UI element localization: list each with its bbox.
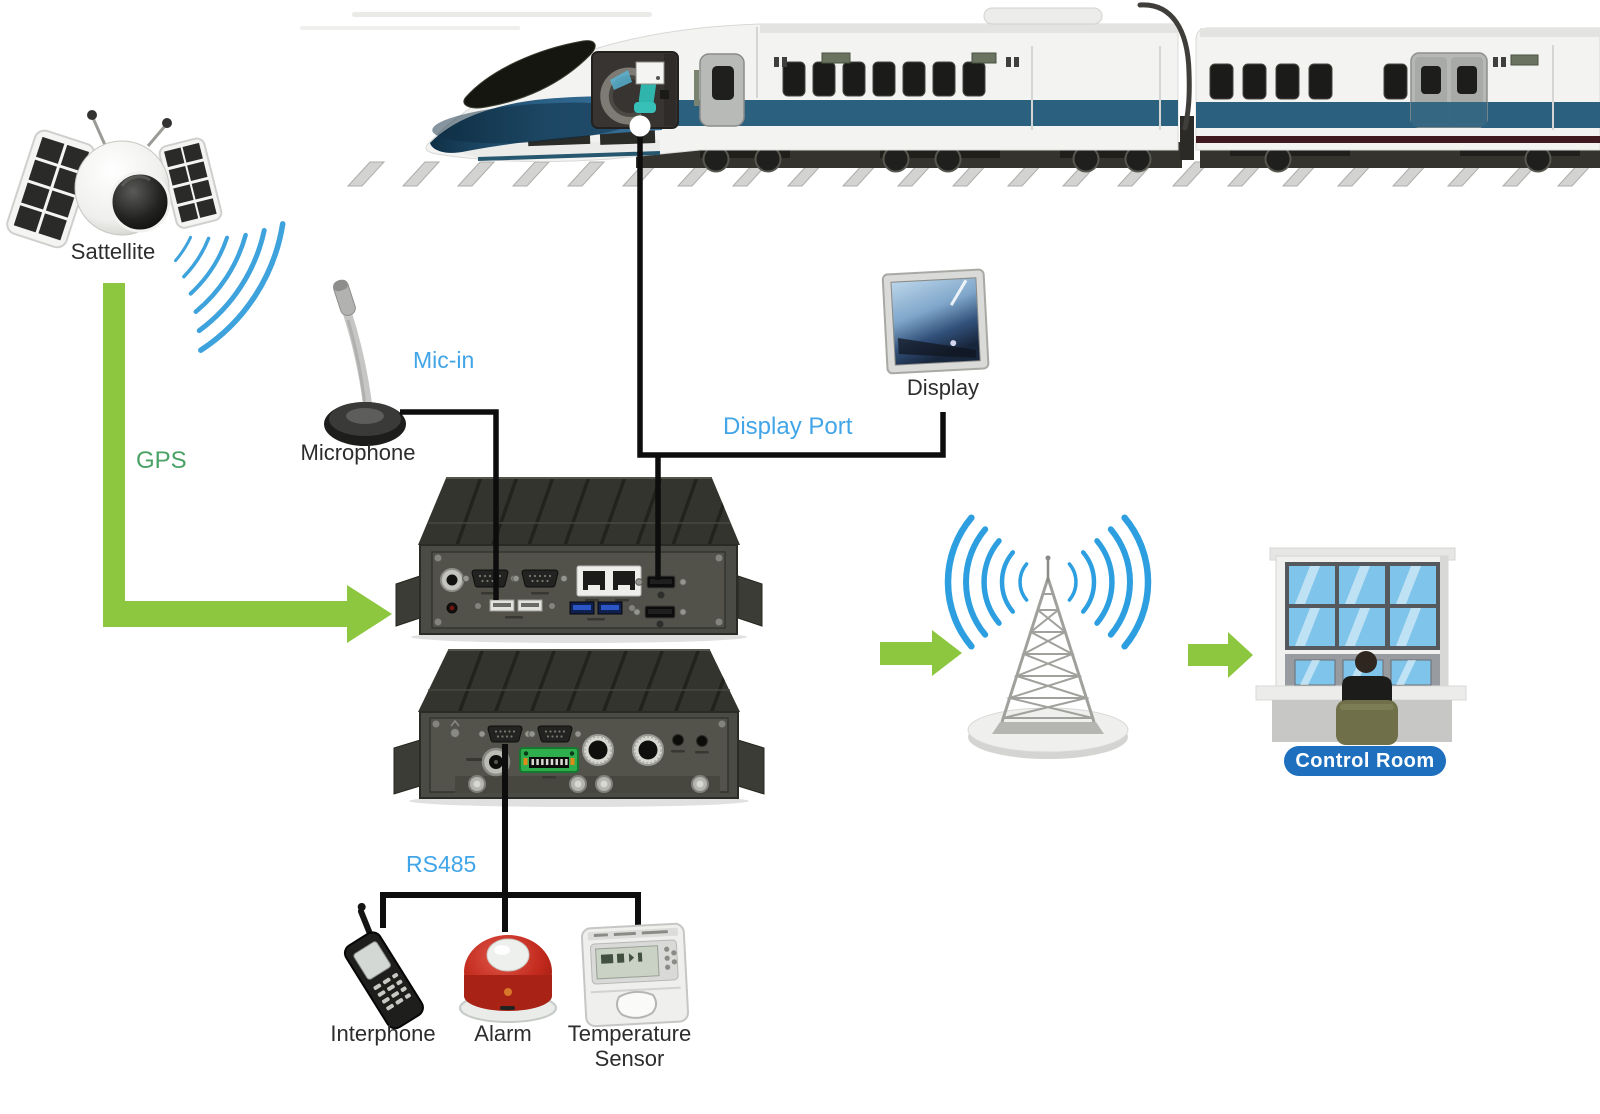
satellite-icon (6, 110, 286, 353)
displayport-1 (635, 575, 687, 599)
antenna (91, 117, 107, 146)
display-port-line (637, 133, 946, 458)
coupling-cable (1137, 2, 1192, 131)
handheld-phone-icon (343, 902, 424, 1030)
nose-skirt-stripe (477, 151, 661, 161)
cockpit-cutaway (591, 51, 679, 129)
solar-panel-left (6, 129, 96, 249)
motion-streak (300, 26, 520, 30)
car1-windows (782, 61, 986, 97)
thermostat-icon (580, 922, 690, 1028)
control-room-badge: Control Room (1284, 746, 1446, 776)
downlink-arrow (1188, 632, 1253, 678)
mic-in-line (400, 409, 499, 600)
dio-terminal-block (519, 747, 579, 779)
train-tap-dot (629, 115, 651, 137)
cockpit-screen (610, 70, 632, 90)
m12-connector-1 (582, 734, 614, 766)
antenna-tip (162, 118, 172, 128)
nose-core (432, 102, 642, 144)
mounting-posts (468, 775, 709, 793)
operator-person (1336, 651, 1398, 745)
gps-arrow (103, 283, 392, 643)
roof-equipment (983, 7, 1103, 25)
phone-antenna (357, 908, 373, 937)
alarm-label: Alarm (474, 1021, 532, 1046)
train-icon (300, 2, 1600, 187)
lan-ports (576, 565, 642, 602)
car2-roof (1200, 28, 1600, 37)
com2-port (528, 725, 582, 743)
satellite-lens (109, 171, 171, 233)
embedded-pc-top-icon (395, 477, 763, 643)
gnd-post (450, 728, 460, 738)
embedded-pc-bottom-icon (393, 649, 765, 807)
displayport-2 (633, 605, 687, 628)
display-label: Display (906, 375, 980, 400)
temperature-sensor-label-line2: Sensor (594, 1046, 665, 1071)
tower-lattice (1000, 577, 1096, 723)
car2-windows (1209, 63, 1408, 100)
temperature-sensor-label-line1: Temperature (567, 1021, 692, 1046)
car2-stripe (1196, 102, 1600, 128)
car1-vents (774, 52, 1019, 67)
microphone-icon (324, 279, 406, 446)
control-room-icon (1255, 547, 1467, 745)
alarm-top-button (486, 938, 530, 972)
car2-door (1410, 52, 1488, 128)
display-port-link-label: Display Port (723, 413, 853, 440)
rs485-link-label: RS485 (406, 851, 477, 877)
wheels (702, 145, 1152, 173)
video-wall-screens (1289, 566, 1436, 646)
antenna-tip (87, 110, 97, 120)
com2-port (512, 569, 568, 595)
windshield (463, 40, 596, 109)
car1-door (694, 53, 745, 127)
alarm-button-icon (459, 935, 557, 1023)
sensor-button (615, 990, 658, 1019)
satellite-label: Sattellite (70, 239, 156, 264)
uplink-arrow (880, 630, 962, 676)
cab-panel (635, 61, 665, 85)
tower-waves-icon (944, 514, 1152, 650)
car2-vents (1493, 45, 1554, 130)
car2-underline (1196, 136, 1600, 143)
radio-tower-icon (944, 514, 1152, 759)
antenna (146, 125, 167, 147)
ant1-hole (672, 734, 684, 746)
solar-panel-right (158, 137, 223, 229)
lcd-screen (595, 945, 660, 980)
m12-connector-2 (632, 734, 664, 766)
car1-roof (760, 24, 1178, 33)
usb3-ports (569, 601, 635, 621)
monitor-icon (881, 268, 990, 375)
microphone-label: Microphone (300, 440, 416, 465)
mic-in-link-label: Mic-in (413, 347, 475, 373)
car1-stripe (660, 100, 1178, 126)
ant2-hole (696, 735, 708, 747)
motion-streak (352, 12, 652, 17)
gps-link-label: GPS (136, 447, 187, 474)
satellite-waves-icon (174, 221, 286, 353)
driver-seat (638, 77, 657, 107)
chair (1336, 700, 1398, 745)
connector-lines (380, 133, 946, 932)
interphone-label: Interphone (330, 1021, 436, 1046)
usb2-ports (475, 599, 555, 619)
